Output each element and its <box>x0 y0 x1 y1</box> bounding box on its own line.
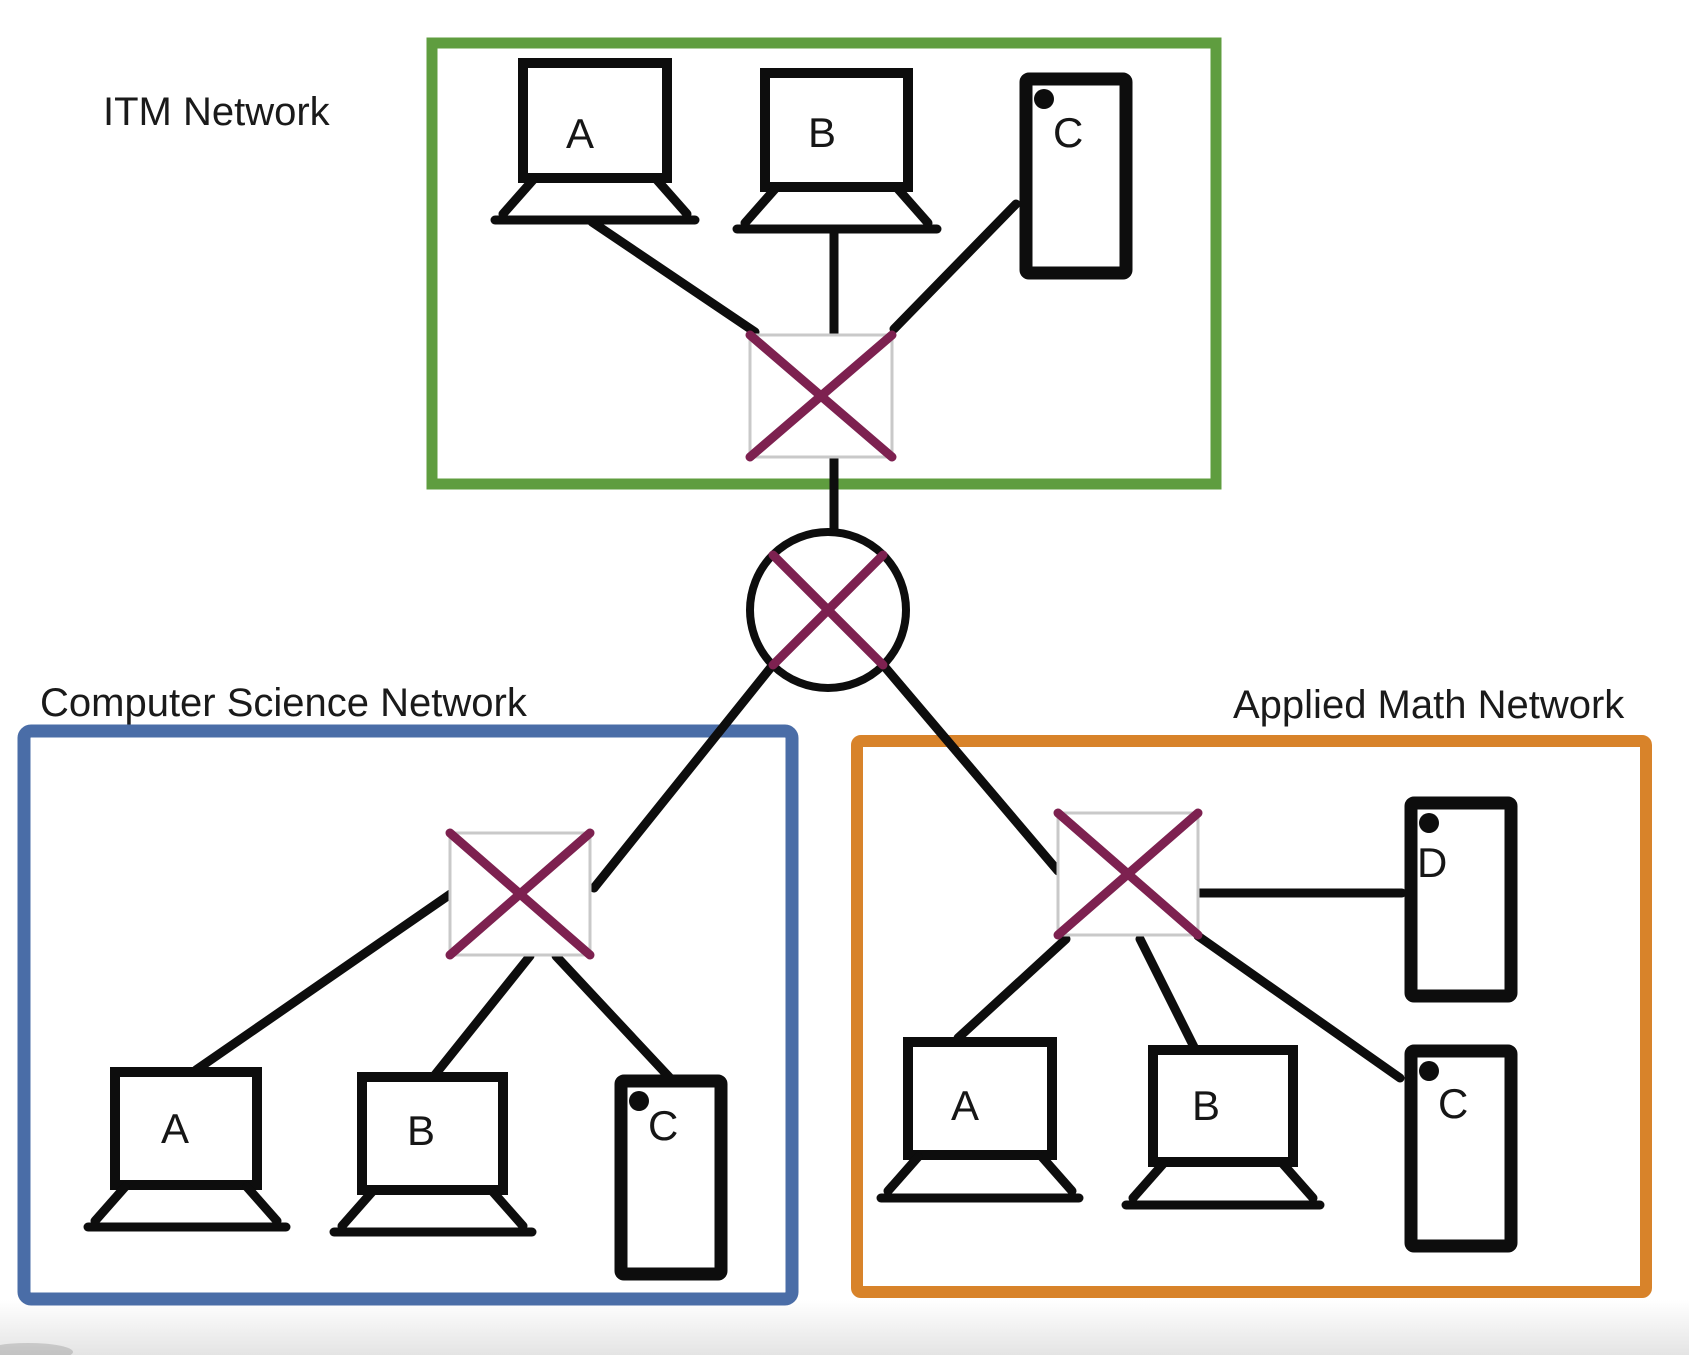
laptop-hinge <box>337 1187 377 1231</box>
tablet-icon <box>1019 72 1133 280</box>
link-cs-switch-to-laptop-a <box>191 888 457 1075</box>
link-router-to-cs-switch <box>589 661 777 893</box>
link-am-switch-to-tablet-c <box>1193 931 1405 1083</box>
laptop-hinge <box>90 1182 130 1226</box>
tablet-icon <box>1404 796 1518 1003</box>
bottom-left-shadow <box>0 1343 73 1355</box>
laptop-hinge <box>1037 1152 1077 1196</box>
laptop-icon <box>1148 1045 1298 1167</box>
laptop-hinge <box>498 175 538 219</box>
tablet-camera-dot <box>1419 813 1439 833</box>
am-network-box <box>851 735 1652 1298</box>
tablet-icon <box>614 1074 728 1281</box>
tablet-icon <box>1404 1044 1518 1253</box>
link-itm-laptop-a-to-switch <box>587 217 760 337</box>
device-label: C <box>648 1102 678 1149</box>
device-label: B <box>1192 1082 1220 1129</box>
am-laptop-b: B <box>1121 1045 1325 1210</box>
router-x-line <box>768 550 888 670</box>
itm-network-title: ITM Network <box>103 90 331 134</box>
laptop-icon <box>903 1037 1057 1160</box>
cs-laptop-b: B <box>329 1072 537 1237</box>
device-label: B <box>808 109 836 156</box>
laptop-icon <box>110 1067 262 1190</box>
link-am-switch-to-laptop-b <box>1135 934 1203 1060</box>
tablet-camera-dot <box>629 1091 649 1111</box>
cs-switch-icon <box>445 828 595 960</box>
device-label: A <box>566 110 594 157</box>
switch-x-line <box>445 828 595 960</box>
cs-network-title: Computer Science Network <box>40 681 528 725</box>
device-label: B <box>407 1107 435 1154</box>
am-tablet-c: C <box>1404 1044 1518 1253</box>
laptop-icon <box>518 58 672 183</box>
am-laptop-a: A <box>876 1037 1084 1203</box>
cs-tablet-c: C <box>614 1074 728 1281</box>
itm-laptop-b: B <box>732 68 942 234</box>
switch-x-line <box>745 330 897 462</box>
tablet-camera-dot <box>1419 1061 1439 1081</box>
laptop-hinge <box>740 184 780 228</box>
am-tablet-d: D <box>1404 796 1518 1003</box>
laptop-hinge <box>1278 1159 1318 1203</box>
cs-laptop-a: A <box>83 1067 291 1232</box>
itm-switch-icon <box>745 330 897 462</box>
laptop-hinge <box>1128 1159 1168 1203</box>
laptop-hinge <box>883 1152 923 1196</box>
am-network-title: Applied Math Network <box>1233 683 1625 727</box>
device-label: D <box>1417 839 1447 886</box>
cs-network-box <box>17 724 799 1306</box>
device-label: C <box>1053 109 1083 156</box>
window-bottom-edge <box>0 1300 1689 1355</box>
laptop-icon <box>357 1072 508 1195</box>
tablet-camera-dot <box>1034 89 1054 109</box>
itm-tablet-c: C <box>1019 72 1133 280</box>
connection-lines <box>191 199 1407 1083</box>
itm-network-box <box>426 37 1222 490</box>
laptop-icon <box>760 68 913 192</box>
link-router-to-am-switch <box>879 661 1063 876</box>
link-cs-switch-to-laptop-b <box>429 951 535 1081</box>
device-label: A <box>161 1105 189 1152</box>
switch-x-line <box>1053 808 1203 940</box>
link-cs-switch-to-tablet-c <box>551 951 675 1083</box>
laptop-hinge <box>652 175 692 219</box>
laptop-hinge <box>893 184 933 228</box>
device-label: A <box>951 1082 979 1129</box>
am-switch-icon <box>1053 808 1203 940</box>
laptop-hinge <box>488 1187 528 1231</box>
link-am-switch-to-laptop-a <box>953 934 1071 1043</box>
itm-laptop-a: A <box>490 58 700 225</box>
central-router <box>746 528 910 692</box>
laptop-hinge <box>242 1182 282 1226</box>
link-itm-tablet-c-to-switch <box>889 199 1021 334</box>
device-label: C <box>1438 1080 1468 1127</box>
